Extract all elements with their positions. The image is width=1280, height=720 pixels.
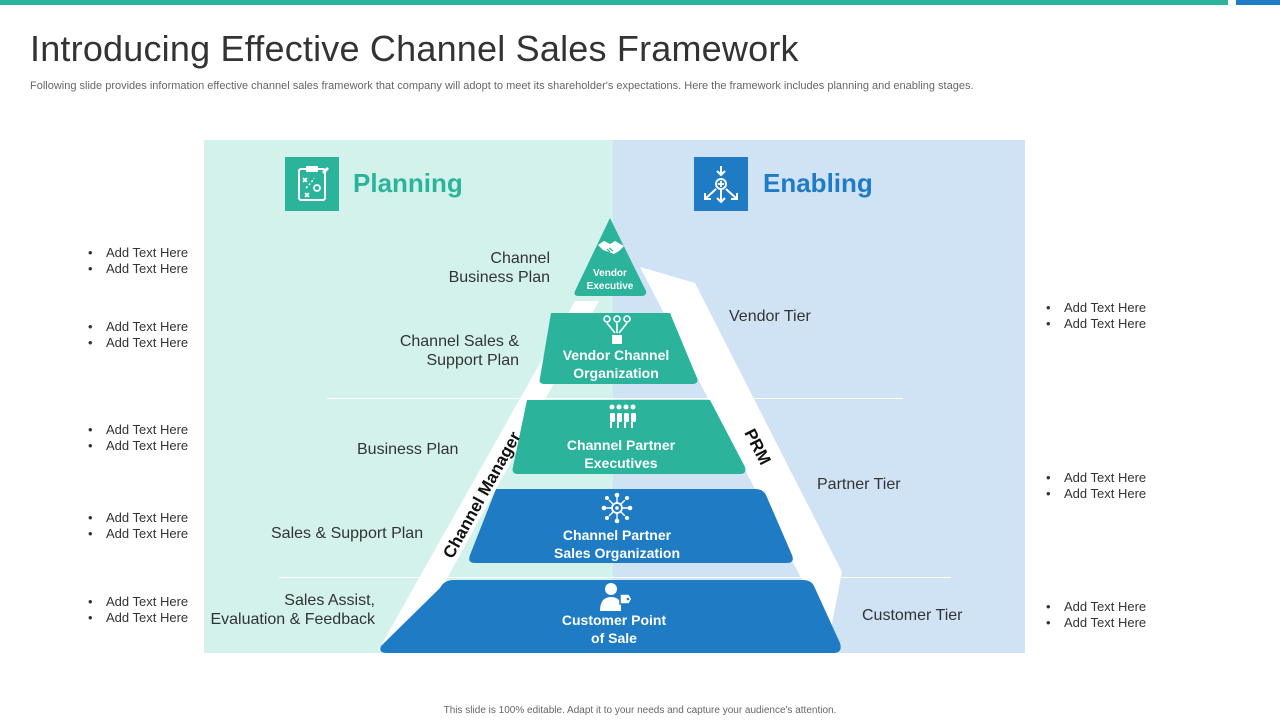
left-note-5: Add Text Here Add Text Here <box>88 594 188 626</box>
list-item: Add Text Here <box>88 610 188 626</box>
enabling-title: Enabling <box>763 168 873 198</box>
vendor-tier-label: Vendor Tier <box>729 308 811 325</box>
right-note-1: Add Text Here Add Text Here <box>1046 300 1146 332</box>
left-note-2: Add Text Here Add Text Here <box>88 319 188 351</box>
list-item: Add Text Here <box>88 422 188 438</box>
pyramid-tier-1-label: Vendor Executive <box>586 268 634 292</box>
pyramid-tier-1 <box>574 218 647 296</box>
pyramid-tier-5-label: Customer Point of Sale <box>561 612 667 646</box>
customer-tag-icon <box>599 582 633 617</box>
planning-label-3: Business Plan <box>357 441 459 458</box>
list-item: Add Text Here <box>1046 486 1146 502</box>
customer-tier-label: Customer Tier <box>862 607 963 624</box>
tier-separator-top <box>327 398 903 399</box>
planning-label-5: Sales Assist, Evaluation & Feedback <box>210 592 375 628</box>
left-note-4: Add Text Here Add Text Here <box>88 510 188 542</box>
right-note-3: Add Text Here Add Text Here <box>1046 599 1146 631</box>
list-item: Add Text Here <box>88 594 188 610</box>
list-item: Add Text Here <box>1046 300 1146 316</box>
list-item: Add Text Here <box>88 526 188 542</box>
list-item: Add Text Here <box>88 335 188 351</box>
list-item: Add Text Here <box>88 261 188 277</box>
planning-label-4: Sales & Support Plan <box>271 525 424 542</box>
left-note-1: Add Text Here Add Text Here <box>88 245 188 277</box>
pyramid-tier-5 <box>380 580 841 653</box>
footer-note: This slide is 100% editable. Adapt it to… <box>443 705 837 716</box>
prm-band <box>640 267 842 634</box>
list-item: Add Text Here <box>88 438 188 454</box>
tier-separator-bottom <box>279 577 951 578</box>
left-note-3: Add Text Here Add Text Here <box>88 422 188 454</box>
team-icon <box>607 403 637 434</box>
page-subtitle: Following slide provides information eff… <box>30 80 974 92</box>
list-item: Add Text Here <box>88 319 188 335</box>
list-item: Add Text Here <box>88 245 188 261</box>
page-title: Introducing Effective Channel Sales Fram… <box>30 28 799 69</box>
pyramid-tier-4-label: Channel Partner Sales Organization <box>553 527 681 561</box>
planning-title: Planning <box>353 168 463 198</box>
list-item: Add Text Here <box>88 510 188 526</box>
list-item: Add Text Here <box>1046 615 1146 631</box>
pyramid-tier-2 <box>539 313 698 384</box>
top-accent-bar-teal <box>0 0 1228 5</box>
pyramid-tier-3 <box>512 400 746 474</box>
network-icon <box>600 492 634 529</box>
right-note-2: Add Text Here Add Text Here <box>1046 470 1146 502</box>
strategy-board-icon <box>285 157 339 211</box>
list-item: Add Text Here <box>1046 470 1146 486</box>
list-item: Add Text Here <box>1046 316 1146 332</box>
pyramid-tier-2-label: Vendor Channel Organization <box>562 347 670 381</box>
pyramid-tier-4 <box>469 489 793 563</box>
top-accent-bar-blue <box>1236 0 1280 5</box>
channel-manager-band <box>378 301 599 651</box>
converge-arrows-icon <box>694 157 748 211</box>
handshake-icon <box>596 237 626 262</box>
planning-label-1: Channel Business Plan <box>448 250 550 286</box>
pyramid-tier-3-label: Channel Partner Executives <box>566 437 676 471</box>
planning-label-2: Channel Sales & Support Plan <box>399 333 519 369</box>
org-chart-icon <box>601 314 633 351</box>
partner-tier-label: Partner Tier <box>817 476 901 493</box>
list-item: Add Text Here <box>1046 599 1146 615</box>
